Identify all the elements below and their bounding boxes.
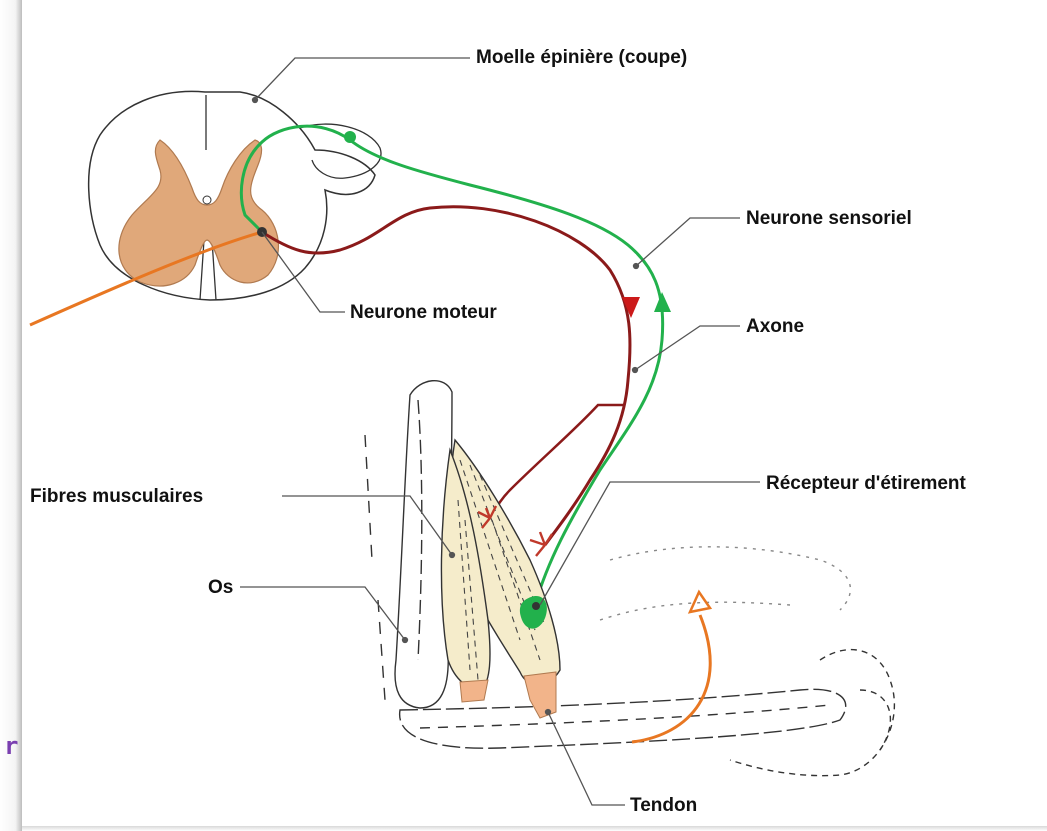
spinal-cord-section: [89, 91, 381, 300]
leader-recepteur: [540, 482, 760, 605]
label-axone: Axone: [746, 316, 804, 337]
label-moelle: Moelle épinière (coupe): [476, 47, 687, 68]
label-os: Os: [208, 577, 233, 598]
leader-axone: [635, 326, 740, 370]
label-neurone-moteur: Neurone moteur: [350, 302, 497, 323]
central-canal: [203, 196, 211, 204]
sensory-direction-arrow: [654, 292, 671, 312]
label-neurone-sensoriel: Neurone sensoriel: [746, 208, 912, 229]
leader-moelle: [255, 58, 470, 100]
sensory-cell-body: [344, 131, 356, 143]
label-tendon: Tendon: [630, 795, 697, 816]
label-fibres: Fibres musculaires: [30, 486, 203, 507]
leader-sensoriel: [636, 218, 740, 266]
tendon-upper: [460, 680, 488, 702]
label-recepteur: Récepteur d'étirement: [766, 473, 967, 494]
